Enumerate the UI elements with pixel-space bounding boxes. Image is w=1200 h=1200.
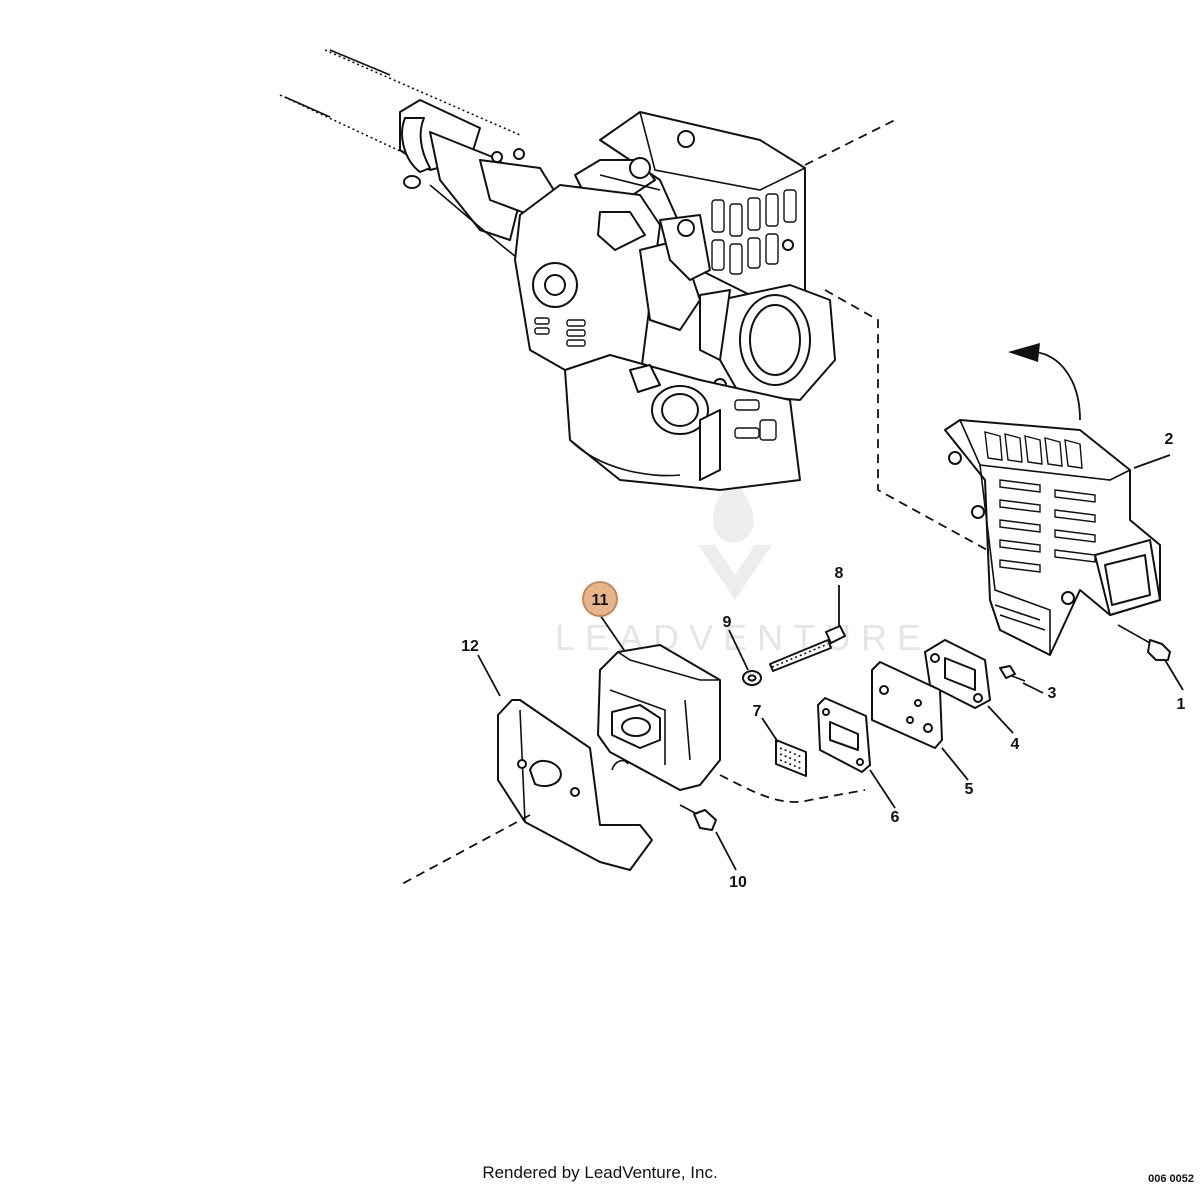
engine-fins: [711, 189, 797, 275]
part-3-screw: [999, 665, 1026, 682]
callout-9: 9: [723, 614, 732, 631]
vent-slots-left: [534, 317, 586, 347]
shaft-tube: [279, 49, 561, 261]
callout-leaders: [477, 454, 1184, 871]
assembly-guide-lines: [804, 119, 1081, 591]
vent-slots-tank: [734, 399, 777, 441]
callout-4: 4: [1011, 736, 1020, 753]
heat-shield-guide: [399, 814, 531, 886]
choke-knob: [532, 262, 578, 308]
leadventure-watermark: LEADVENTURE: [555, 478, 931, 658]
fuel-cap: [651, 385, 709, 435]
callout-11-highlight[interactable]: 11: [582, 581, 618, 617]
callout-2: 2: [1165, 431, 1174, 448]
part-12-heat-shield: [497, 699, 653, 871]
part-2-cylinder-cover: [944, 419, 1161, 656]
watermark-text: LEADVENTURE: [555, 617, 931, 658]
rotate-arrow-icon: [1008, 343, 1040, 362]
part-10-screw: [679, 804, 717, 831]
render-credit: Rendered by LeadVenture, Inc.: [482, 1163, 718, 1182]
callout-5: 5: [965, 781, 974, 798]
callout-12: 12: [461, 638, 479, 655]
part-11-muffler: [597, 644, 721, 791]
callout-7: 7: [753, 703, 762, 720]
part-4-exhaust-plate: [924, 639, 991, 709]
diagram-code: 006 0052: [1148, 1173, 1194, 1185]
callout-1: 1: [1177, 696, 1186, 713]
callout-8: 8: [835, 565, 844, 582]
part-6-gasket: [817, 697, 871, 773]
callout-10: 10: [729, 874, 747, 891]
part-5-gasket: [871, 661, 943, 749]
callout-6: 6: [891, 809, 900, 826]
part-1-screw: [1117, 624, 1171, 661]
muffler-assembly-guide: [719, 774, 866, 803]
callout-11[interactable]: 11: [592, 592, 609, 609]
cover-fins: [984, 431, 1096, 573]
part-8-bolt: [769, 625, 846, 672]
engine-assembly: [514, 111, 836, 491]
callout-3: 3: [1048, 685, 1057, 702]
highlight-circle: [582, 581, 618, 617]
part-7-spark-screen: [775, 739, 807, 777]
callout-labels: 1 2 3 4 5 6 7 8 9 10 12 11: [461, 431, 1185, 891]
part-9-washer: [742, 670, 762, 686]
